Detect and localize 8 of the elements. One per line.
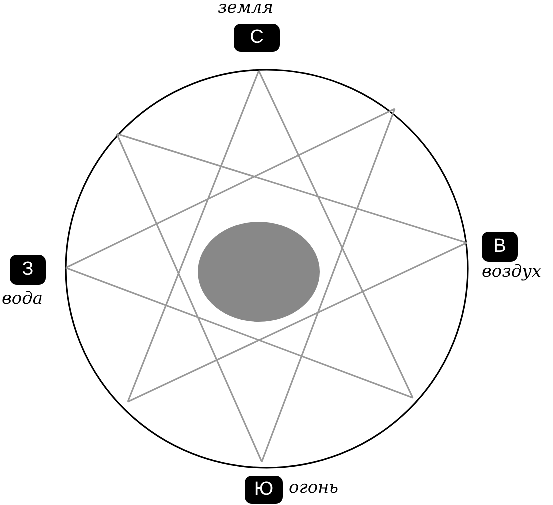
direction-badge: З (10, 255, 46, 285)
handwritten-label: земля (218, 0, 274, 18)
direction-badge: Ю (245, 476, 283, 504)
handwritten-label: огонь (289, 478, 339, 498)
direction-badge: С (234, 24, 280, 52)
handwritten-label: воздух (482, 262, 542, 282)
direction-badge: В (482, 232, 518, 262)
handwritten-label: вода (2, 289, 44, 309)
